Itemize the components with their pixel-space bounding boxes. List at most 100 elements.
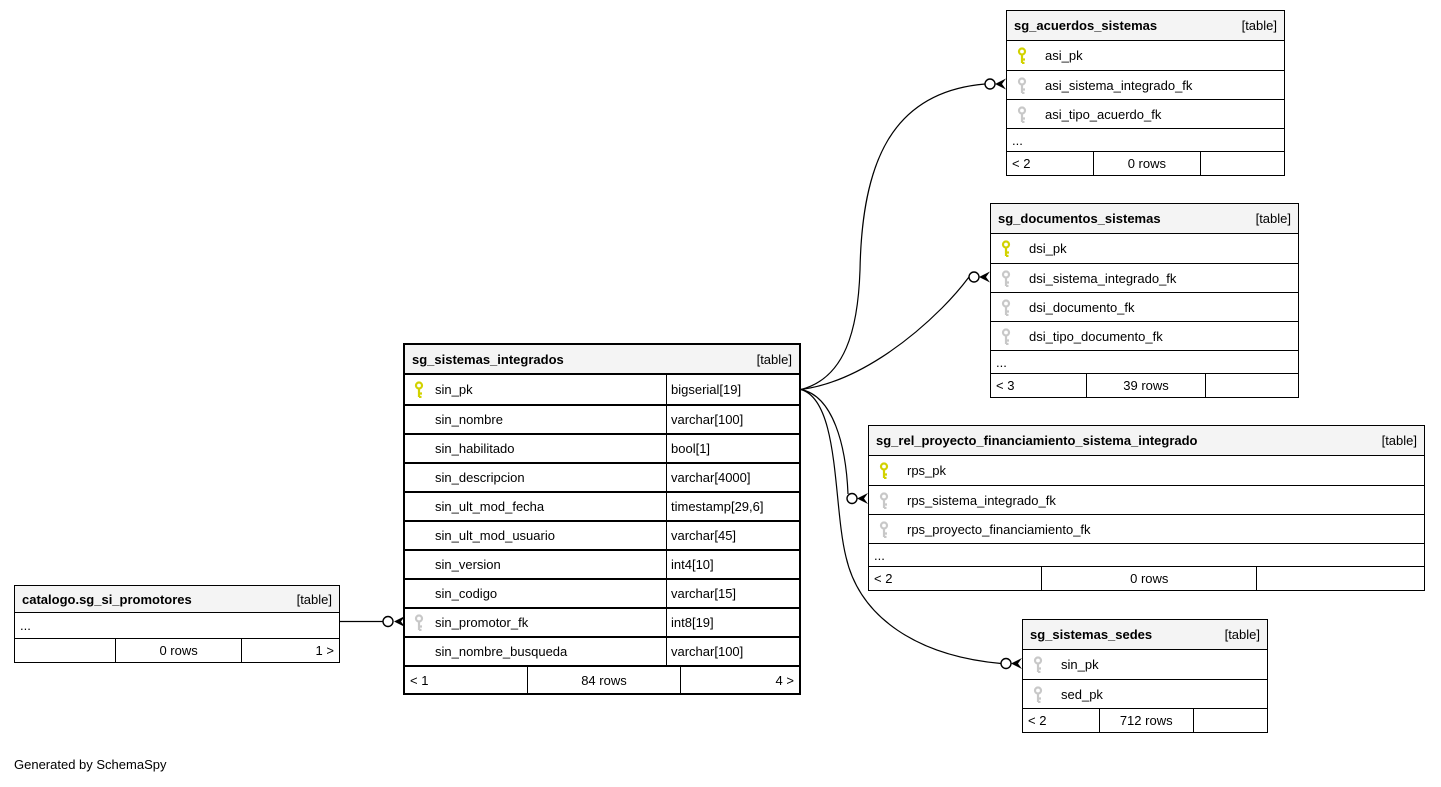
zero-or-many-circle-icon	[968, 271, 980, 283]
table-sg_acuerdos_sistemas[interactable]: sg_acuerdos_sistemas [table] asi_pk asi_…	[1006, 10, 1285, 176]
table-header[interactable]: sg_sistemas_sedes [table]	[1023, 620, 1267, 650]
table-header[interactable]: catalogo.sg_si_promotores [table]	[15, 586, 339, 613]
table-tag: [table]	[296, 591, 332, 607]
footer-row-count: 0 rows	[1041, 567, 1258, 590]
table-footer: < 2 712 rows	[1023, 708, 1267, 732]
table-name: sg_acuerdos_sistemas	[1014, 18, 1158, 33]
zero-or-many-circle-icon	[984, 78, 996, 90]
table-row: sin_habilitado bool[1]	[405, 433, 799, 462]
zero-or-many-circle-icon	[382, 615, 394, 628]
table-tag: [table]	[1255, 211, 1291, 226]
relationship-endpoint-documentos	[968, 271, 990, 283]
table-catalogo-sg_si_promotores[interactable]: catalogo.sg_si_promotores [table] ... 0 …	[14, 585, 340, 663]
column-name: asi_sistema_integrado_fk	[1045, 77, 1193, 93]
table-row: sin_pk	[1023, 650, 1267, 679]
foreign-key-icon	[1007, 76, 1037, 94]
footer-parents-count: < 1	[410, 672, 429, 688]
footer-row-count: 0 rows	[115, 639, 242, 662]
table-sg_sistemas_sedes[interactable]: sg_sistemas_sedes [table] sin_pk sed_pk …	[1022, 619, 1268, 733]
table-row: sin_nombre varchar[100]	[405, 404, 799, 433]
column-name: sin_promotor_fk	[435, 615, 529, 630]
column-name: sin_codigo	[435, 586, 498, 601]
foreign-key-icon	[869, 491, 899, 509]
relationship-line-documentos	[800, 276, 970, 391]
footer-row-count: 39 rows	[1086, 374, 1206, 397]
table-header[interactable]: sg_documentos_sistemas [table]	[991, 204, 1298, 234]
relationship-line-acuerdos	[800, 83, 986, 391]
foreign-key-icon	[1023, 656, 1053, 673]
table-row: asi_pk	[1007, 41, 1284, 70]
table-sg_rel_proyecto_financiamiento_sistema_integrado[interactable]: sg_rel_proyecto_financiamiento_sistema_i…	[868, 425, 1425, 591]
primary-key-icon	[405, 381, 433, 398]
table-footer: < 2 0 rows	[1007, 151, 1284, 175]
column-type: timestamp[29,6]	[666, 493, 799, 520]
table-sg_sistemas_integrados[interactable]: sg_sistemas_integrados [table] sin_pk bi…	[403, 343, 801, 695]
column-name: dsi_tipo_documento_fk	[1029, 328, 1163, 344]
table-tag: [table]	[756, 351, 792, 367]
relationship-endpoint-promotores	[382, 615, 405, 628]
table-row: sin_ult_mod_fecha timestamp[29,6]	[405, 491, 799, 520]
column-name: rps_proyecto_financiamiento_fk	[907, 521, 1091, 537]
foreign-key-icon	[991, 298, 1021, 316]
column-type: varchar[100]	[666, 406, 799, 433]
column-type: varchar[100]	[666, 638, 799, 665]
column-name: sin_nombre	[435, 412, 503, 427]
crow-foot-arrow-icon	[857, 493, 868, 504]
footer-parents-count: < 2	[1028, 713, 1047, 728]
column-type: bool[1]	[666, 435, 799, 462]
relationship-endpoint-acuerdos	[984, 78, 1006, 90]
table-footer: 0 rows 1 >	[15, 638, 339, 662]
table-sg_documentos_sistemas[interactable]: sg_documentos_sistemas [table] dsi_pk ds…	[990, 203, 1299, 398]
table-tag: [table]	[1381, 433, 1417, 448]
table-row: sin_pk bigserial[19]	[405, 375, 799, 404]
table-row: sin_version int4[10]	[405, 549, 799, 578]
table-name: sg_rel_proyecto_financiamiento_sistema_i…	[876, 433, 1198, 448]
footer-children-count: 4 >	[775, 672, 794, 688]
foreign-key-icon	[869, 520, 899, 538]
relationship-endpoint-rel-proyecto	[846, 492, 868, 505]
column-name: sed_pk	[1061, 686, 1103, 702]
relationship-line-rel-proyecto	[800, 388, 849, 495]
table-row: dsi_tipo_documento_fk	[991, 321, 1298, 350]
table-header[interactable]: sg_rel_proyecto_financiamiento_sistema_i…	[869, 426, 1424, 456]
generated-by-note: Generated by SchemaSpy	[14, 757, 167, 772]
column-name: sin_pk	[435, 382, 473, 397]
foreign-key-icon	[405, 614, 433, 631]
table-header[interactable]: sg_sistemas_integrados [table]	[405, 345, 799, 375]
column-name: sin_ult_mod_usuario	[435, 528, 555, 543]
table-row: asi_tipo_acuerdo_fk	[1007, 99, 1284, 128]
column-type: int4[10]	[666, 551, 799, 578]
foreign-key-icon	[991, 269, 1021, 287]
column-name: sin_descripcion	[435, 470, 525, 485]
table-header[interactable]: sg_acuerdos_sistemas [table]	[1007, 11, 1284, 41]
table-footer: < 1 84 rows 4 >	[405, 665, 799, 693]
column-name: rps_pk	[907, 463, 947, 478]
more-columns-ellipsis: ...	[20, 618, 31, 633]
column-name: dsi_sistema_integrado_fk	[1029, 270, 1177, 286]
column-name: sin_ult_mod_fecha	[435, 499, 545, 514]
table-row: rps_sistema_integrado_fk	[869, 485, 1424, 514]
primary-key-icon	[1007, 47, 1037, 64]
column-name: dsi_pk	[1029, 241, 1067, 256]
column-name: sin_pk	[1061, 657, 1099, 672]
table-footer: < 2 0 rows	[869, 566, 1424, 590]
crow-foot-arrow-icon	[995, 78, 1006, 90]
column-name: sin_habilitado	[435, 441, 515, 456]
column-name: asi_pk	[1045, 48, 1083, 63]
table-row: sin_codigo varchar[15]	[405, 578, 799, 607]
footer-children-count: 1 >	[315, 643, 334, 658]
crow-foot-arrow-icon	[979, 271, 990, 283]
footer-parents-count: < 2	[1012, 156, 1031, 171]
more-columns-ellipsis: ...	[991, 350, 1298, 373]
foreign-key-icon	[1007, 105, 1037, 123]
more-columns-ellipsis: ...	[1007, 128, 1284, 151]
relationship-endpoint-sedes	[1000, 657, 1022, 670]
table-name: sg_sistemas_sedes	[1030, 627, 1153, 642]
footer-row-count: 0 rows	[1092, 152, 1201, 175]
table-row: rps_pk	[869, 456, 1424, 485]
footer-row-count: 712 rows	[1098, 709, 1194, 732]
table-row: sin_nombre_busqueda varchar[100]	[405, 636, 799, 665]
table-footer: < 3 39 rows	[991, 373, 1298, 397]
table-row: asi_sistema_integrado_fk	[1007, 70, 1284, 99]
column-type: bigserial[19]	[666, 375, 799, 404]
